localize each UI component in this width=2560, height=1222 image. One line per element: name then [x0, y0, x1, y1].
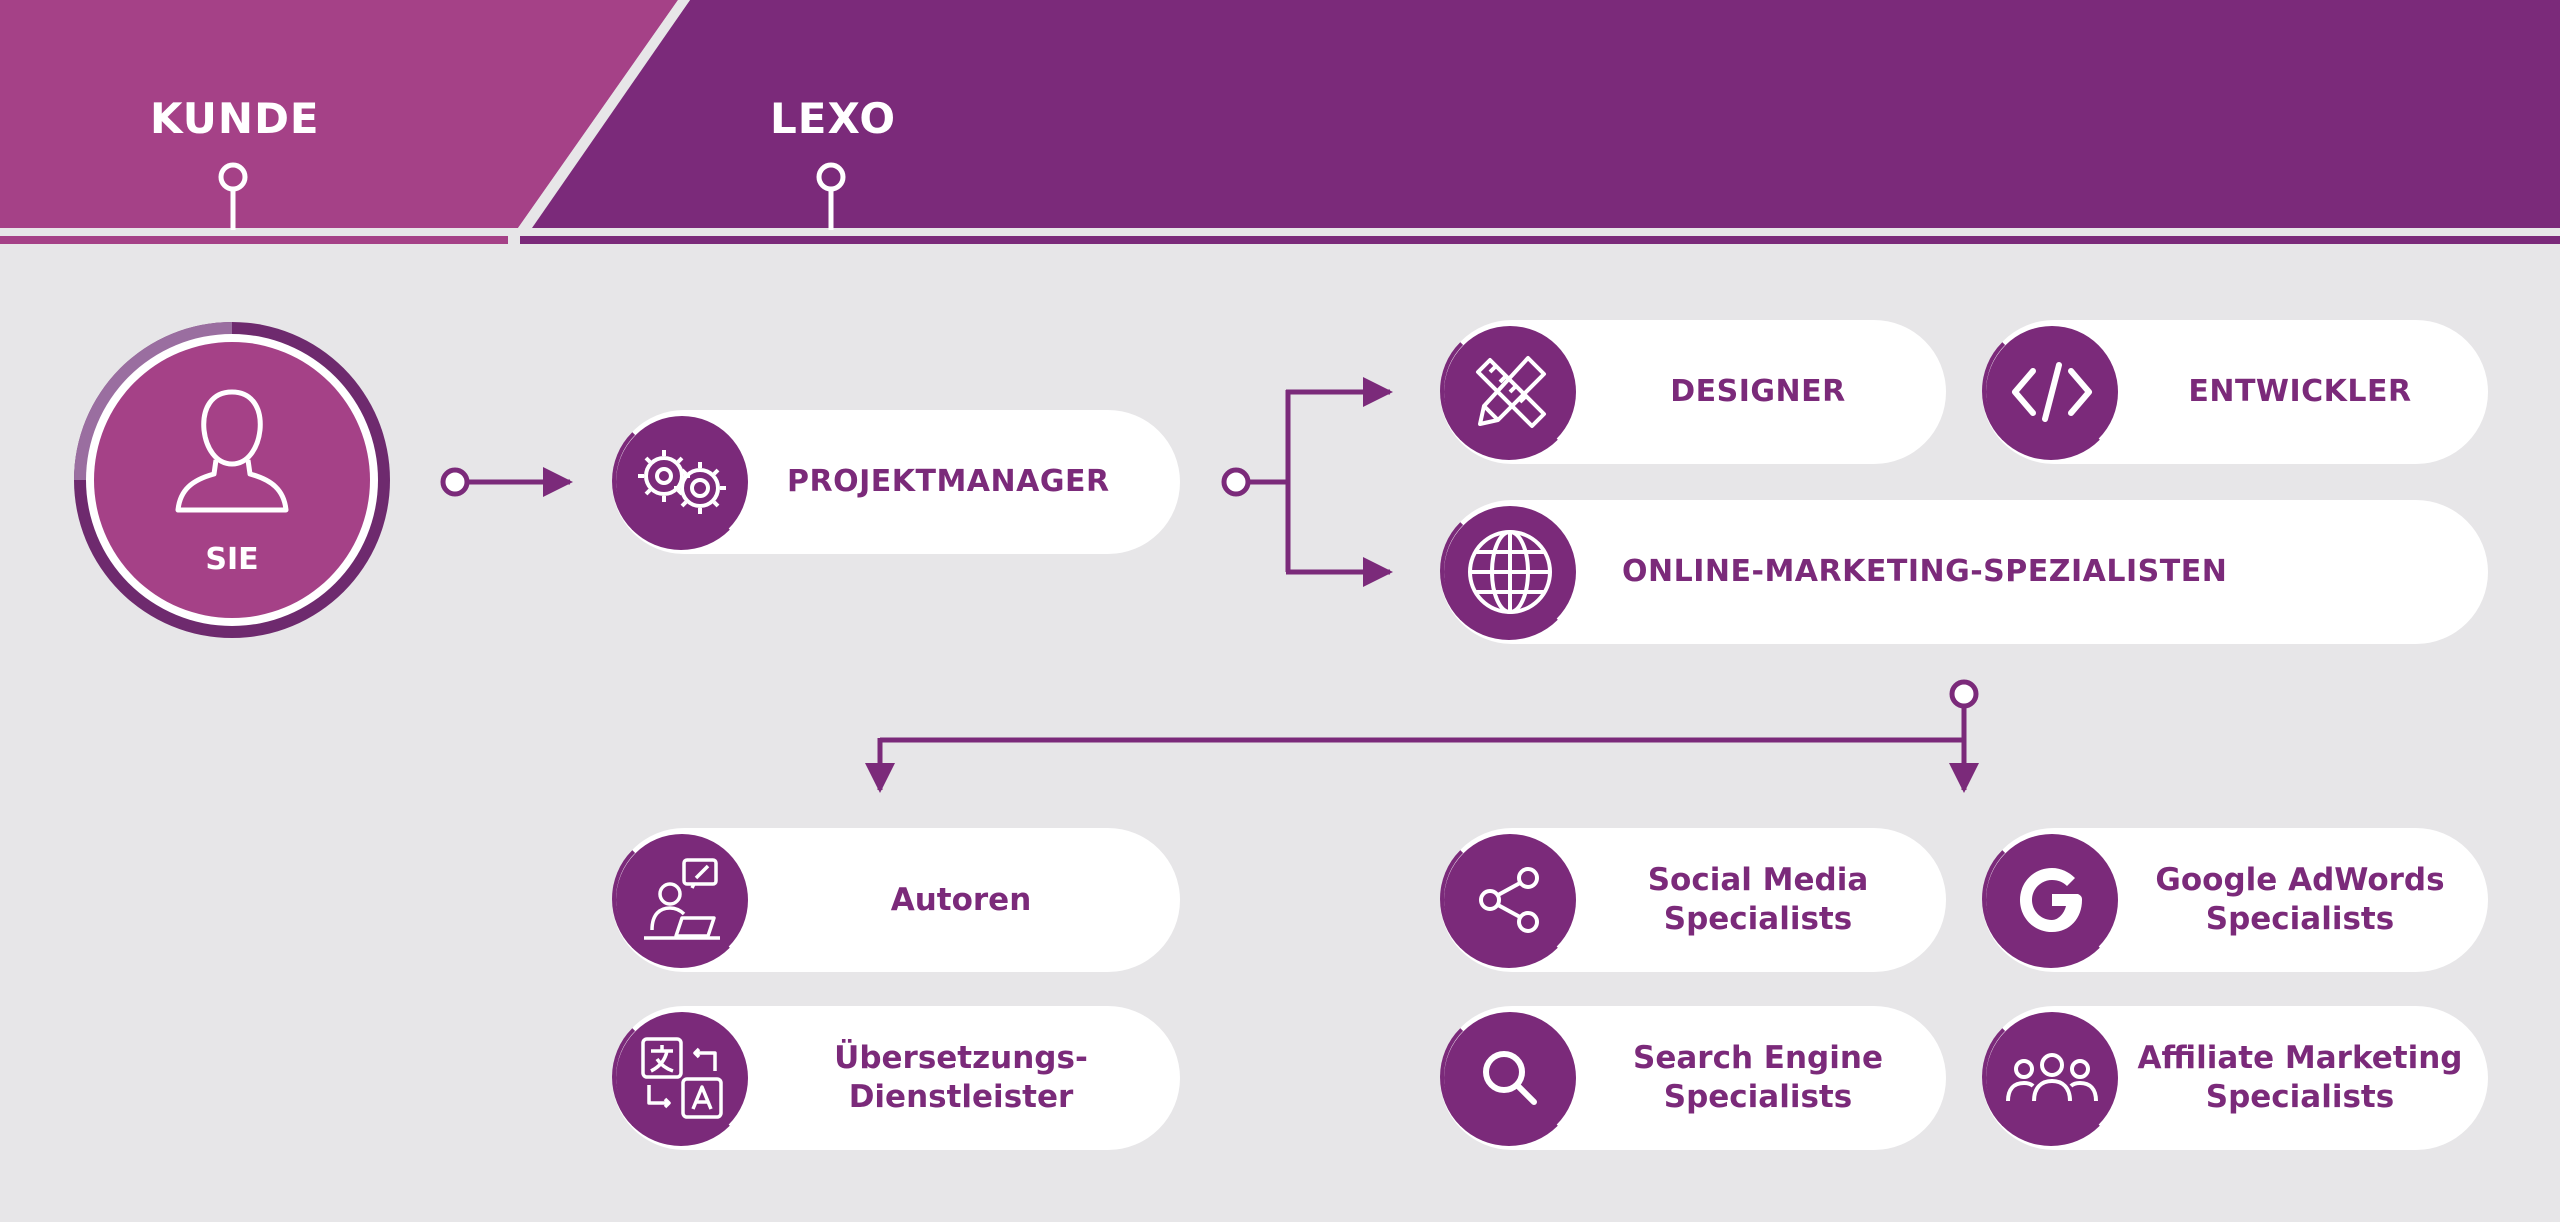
affiliate-line2: Specialists	[2205, 1079, 2395, 1115]
connector-online-marketing-branch	[865, 679, 1979, 793]
designer-label: DESIGNER	[1670, 374, 1846, 410]
connector-projektmanager-branch	[1221, 377, 1393, 587]
entwickler-ring	[1982, 322, 2120, 460]
search-icon	[1444, 1012, 1576, 1144]
globe-icon	[1444, 506, 1576, 638]
uebersetzung-ring	[612, 1008, 750, 1146]
uebersetzung-line1: Übersetzungs-	[834, 1040, 1088, 1077]
autoren-ring	[612, 830, 750, 968]
search-engine-line2: Specialists	[1663, 1079, 1853, 1115]
kunde-pin	[218, 162, 248, 230]
sie-node: SIE	[72, 320, 392, 640]
kunde-timeline	[0, 236, 508, 244]
google-adwords-ring	[1982, 830, 2120, 968]
autoren-label: Autoren	[890, 881, 1032, 918]
designer-card: DESIGNER	[1440, 320, 1946, 464]
pencil-ruler-icon	[1444, 326, 1576, 458]
search-engine-ring	[1440, 1008, 1578, 1146]
uebersetzung-card: Übersetzungs-Dienstleister	[612, 1006, 1180, 1150]
lexo-timeline	[520, 236, 2560, 244]
online-marketing-ring	[1440, 502, 1578, 640]
affiliate-line1: Affiliate Marketing	[2137, 1040, 2463, 1077]
lexo-label: LEXO	[770, 94, 897, 143]
code-icon	[1986, 326, 2118, 458]
kunde-band	[0, 0, 678, 228]
group-icon	[1986, 1012, 2118, 1144]
gears-icon	[616, 416, 748, 548]
share-icon	[1444, 834, 1576, 966]
google-icon	[1986, 834, 2118, 966]
designer-ring	[1440, 322, 1578, 460]
uebersetzung-label: Übersetzungs-Dienstleister	[762, 1006, 1160, 1150]
autoren-card: Autoren	[612, 828, 1180, 972]
writer-icon	[616, 834, 748, 966]
projektmanager-card: PROJEKTMANAGER	[612, 410, 1180, 554]
kunde-label: KUNDE	[150, 94, 320, 143]
lexo-pin	[816, 162, 846, 230]
user-icon	[175, 389, 289, 513]
social-media-line1: Social Media	[1647, 862, 1869, 899]
entwickler-card: ENTWICKLER	[1982, 320, 2488, 464]
sie-circle	[74, 322, 390, 638]
social-media-line2: Specialists	[1663, 901, 1853, 937]
uebersetzung-line2: Dienstleister	[848, 1079, 1074, 1115]
translate-icon	[616, 1012, 748, 1144]
sie-label: SIE	[205, 542, 259, 577]
projektmanager-label: PROJEKTMANAGER	[787, 464, 1110, 500]
lexo-band	[532, 0, 2560, 228]
social-media-ring	[1440, 830, 1578, 968]
online-marketing-label: ONLINE-MARKETING-SPEZIALISTEN	[1622, 554, 2228, 590]
online-marketing-card: ONLINE-MARKETING-SPEZIALISTEN	[1440, 500, 2488, 644]
entwickler-label: ENTWICKLER	[2188, 374, 2412, 410]
projektmanager-ring	[612, 412, 750, 550]
search-engine-line1: Search Engine	[1633, 1040, 1883, 1077]
band-divider	[518, 0, 690, 228]
connector-sie-projektmanager	[440, 467, 573, 497]
google-adwords-line2: Specialists	[2205, 901, 2395, 937]
affiliate-ring	[1982, 1008, 2120, 1146]
google-adwords-line1: Google AdWords	[2155, 862, 2445, 899]
